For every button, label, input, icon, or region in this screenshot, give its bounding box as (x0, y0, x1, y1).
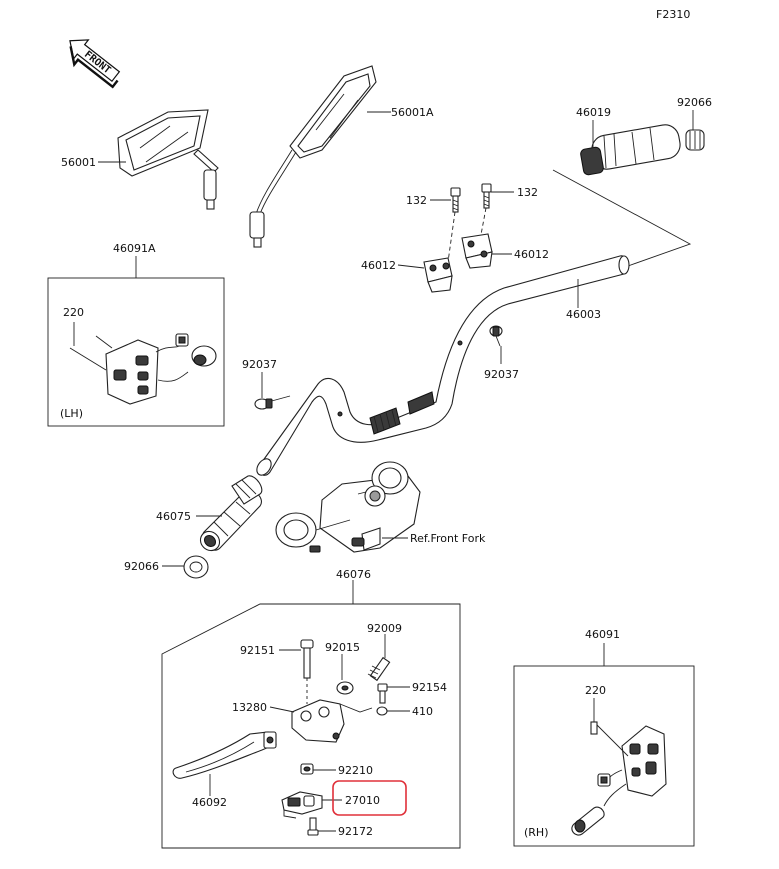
label-92066-top: 92066 (677, 96, 712, 109)
grip-end-cap-left (183, 555, 209, 579)
lever-holder-13280 (291, 699, 373, 743)
screw-92009 (367, 656, 391, 682)
clutch-lever-46092 (172, 731, 277, 779)
label-46012-right: 46012 (514, 248, 549, 261)
grip-left (199, 475, 263, 552)
screw-92172 (307, 817, 319, 836)
label-132-left: 132 (406, 194, 427, 207)
handlebar-switch-right (571, 725, 667, 836)
nut-410 (376, 706, 388, 716)
label-92151: 92151 (240, 644, 275, 657)
label-46003: 46003 (566, 308, 601, 321)
label-92009: 92009 (367, 622, 402, 635)
label-92015: 92015 (325, 641, 360, 654)
handlebar (256, 255, 630, 476)
pivot-bolt-92151 (300, 639, 314, 679)
label-220-lh: 220 (63, 306, 84, 319)
label-92037-left: 92037 (242, 358, 277, 371)
label-132-right: 132 (517, 186, 538, 199)
clamp-92037-right (489, 325, 503, 347)
clutch-switch-27010 (281, 791, 323, 819)
label-56001a: 56001A (391, 106, 434, 119)
label-410: 410 (412, 705, 433, 718)
label-13280: 13280 (232, 701, 267, 714)
grip-end-cap-right (685, 129, 705, 151)
label-56001: 56001 (61, 156, 96, 169)
handlebar-holder-left (423, 257, 453, 293)
label-46091: 46091 (585, 628, 620, 641)
clamp-92037-left (254, 395, 291, 410)
label-lh: (LH) (60, 407, 83, 420)
label-92154: 92154 (412, 681, 447, 694)
mirror-left (117, 109, 219, 210)
label-46091a: 46091A (113, 242, 156, 255)
nut-92015 (336, 681, 354, 695)
bolt-132-left (450, 187, 461, 213)
steering-stem-head (275, 461, 421, 553)
front-arrow-icon: FRONT (69, 39, 121, 89)
bolt-92154 (377, 683, 388, 704)
label-92172: 92172 (338, 825, 373, 838)
label-92037-right: 92037 (484, 368, 519, 381)
assembly-46076-frame (161, 603, 461, 849)
screw-220-rh (590, 721, 598, 735)
handlebar-holder-right (461, 233, 493, 269)
bolt-132-right (481, 183, 492, 209)
highlight-box (332, 780, 407, 816)
label-ref-front-fork: Ref.Front Fork (410, 532, 486, 545)
nut-92210 (300, 763, 314, 775)
label-46076: 46076 (336, 568, 371, 581)
label-rh: (RH) (524, 826, 549, 839)
label-46092: 46092 (192, 796, 227, 809)
label-46075: 46075 (156, 510, 191, 523)
label-46012-left: 46012 (361, 259, 396, 272)
diagram-code: F2310 (656, 8, 690, 21)
label-27010[interactable]: 27010 (345, 794, 380, 807)
grip-right (580, 124, 681, 176)
label-220-rh: 220 (585, 684, 606, 697)
label-46019: 46019 (576, 106, 611, 119)
mirror-right (249, 65, 377, 248)
label-92210: 92210 (338, 764, 373, 777)
handlebar-switch-left (105, 333, 217, 405)
label-92066-bottom: 92066 (124, 560, 159, 573)
